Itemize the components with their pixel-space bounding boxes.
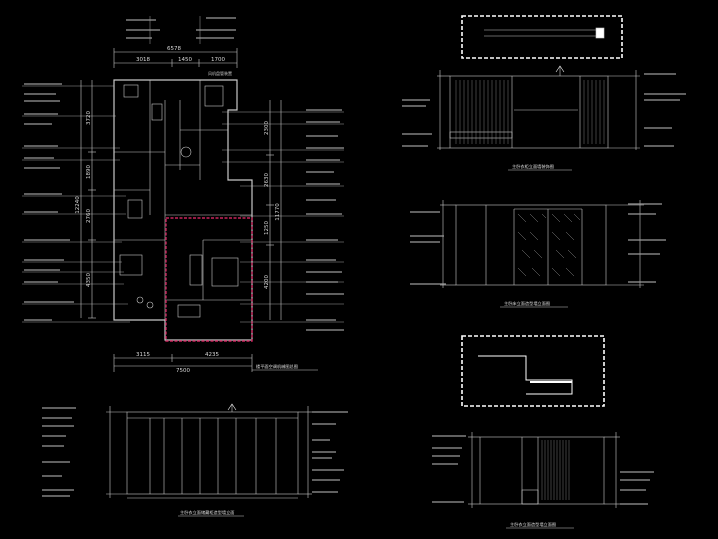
elevation-top-right-hatch — [455, 80, 605, 144]
plan-right-dimensions — [266, 100, 282, 320]
plan-top-total-dim: 6578 — [167, 46, 181, 52]
plan-title: 楼平面空调机械图总图 — [256, 363, 298, 370]
plan-top-note: 风机盘管装置 — [208, 70, 232, 76]
elevation-bottom-right-hatch — [541, 440, 570, 500]
plan-leaders-left — [22, 85, 130, 323]
elevation-bottom-left-labels — [42, 407, 348, 497]
plan-bottom-dim-2: 4235 — [205, 352, 219, 358]
plan-left-dimensions — [80, 80, 96, 319]
plan-right-dim-1: 2300 — [264, 121, 270, 135]
elevation-mid-right-title: 主卧床立面造型墙立面图 — [504, 300, 550, 307]
plan-bottom-dim-total: 7500 — [176, 368, 190, 374]
elevation-mid-right — [440, 200, 644, 288]
plan-left-dim-1: 3720 — [86, 111, 92, 125]
plan-right-dim-total: 11770 — [275, 203, 281, 221]
plan-bottom-dimensions — [113, 354, 253, 372]
plan-top-dimensions — [113, 48, 238, 68]
elevation-mid-right-hatch — [517, 213, 581, 277]
section-key-box-1 — [461, 15, 623, 59]
floor-plan — [22, 16, 344, 372]
plan-interior-walls — [114, 80, 252, 320]
elevation-bottom-right-title: 主卧衣立面造型墙立面图 — [510, 521, 556, 528]
elevation-top-right-title: 主卧衣柜立面墙装饰图 — [512, 163, 554, 170]
section-key-box-2 — [461, 335, 605, 407]
plan-highlight-zone — [165, 217, 253, 342]
plan-leaders-right — [149, 16, 344, 323]
plan-right-dim-4: 4200 — [264, 275, 270, 289]
plan-left-dim-2: 1890 — [86, 165, 92, 179]
elevation-top-right — [437, 15, 640, 150]
plan-right-dim-2: 2630 — [264, 173, 270, 187]
plan-top-dim-2: 1450 — [178, 57, 192, 63]
plan-top-dim-3: 1700 — [211, 57, 225, 63]
elevation-bottom-right — [461, 335, 620, 508]
plan-top-dim-1: 3018 — [136, 57, 150, 63]
elevation-mid-right-labels — [410, 203, 666, 285]
plan-left-dim-4: 4350 — [86, 273, 92, 287]
plan-bottom-dim-1: 3115 — [136, 352, 150, 358]
elevation-bottom-left — [106, 403, 312, 499]
plan-right-dim-3: 1250 — [264, 221, 270, 235]
plan-annotation-marks — [24, 17, 344, 331]
plan-left-dim-total: 12240 — [75, 196, 81, 214]
elevation-top-right-labels — [402, 73, 686, 147]
elevation-bottom-left-title: 主卧衣立面储藏柜造型墙立面 — [180, 509, 234, 516]
plan-outline — [113, 79, 253, 341]
elevation-bottom-right-labels — [432, 435, 654, 505]
plan-left-dim-3: 2760 — [86, 209, 92, 223]
